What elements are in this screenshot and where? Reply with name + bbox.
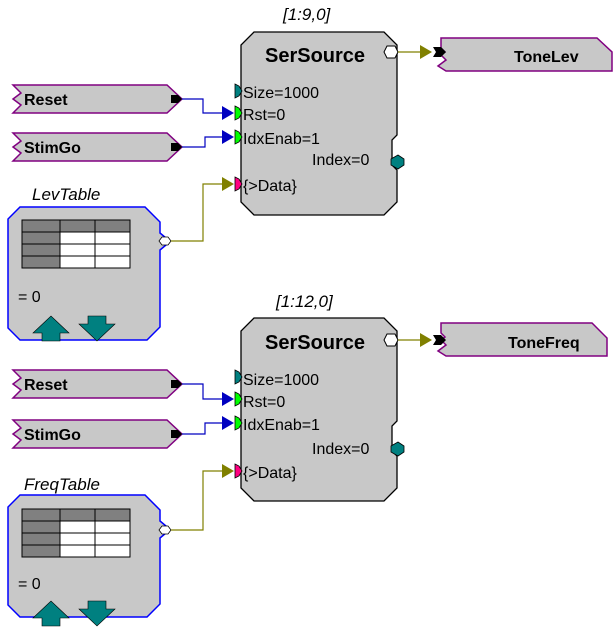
block-1-output-port-icon[interactable] [383,45,399,59]
freqtable-down-arrow-icon[interactable] [78,600,116,627]
stimgo-tag-2[interactable]: StimGo [11,419,184,449]
levtable-component[interactable]: = 0 [7,206,172,342]
freqtable-up-arrow-icon[interactable] [32,600,70,627]
index-port-2-icon[interactable] [390,441,405,457]
size-port-label: Size=1000 [243,85,319,102]
size-port-icon[interactable] [234,83,243,99]
idxenab-port-label: IdxEnab=1 [243,131,320,148]
stimgo-tag-1[interactable]: StimGo [11,132,184,162]
block-2-output-port-icon[interactable] [383,333,399,347]
levtable-output-port-icon[interactable] [158,236,172,246]
tonefreq-tag-body[interactable] [436,322,608,357]
freqtable-component[interactable]: = 0 [7,494,172,627]
reset-1-arrow-icon [222,106,234,120]
size-port-2-icon[interactable] [234,369,243,385]
rst-port-2-icon[interactable] [234,391,243,407]
reset-tag-2[interactable]: Reset [11,369,184,399]
freqtable-wire [171,470,222,531]
tonelev-tag[interactable]: ToneLev [433,37,613,72]
index-port-2-label: Index=0 [312,441,369,458]
sersource-block-1[interactable]: [1:9,0] SerSource Size=1000 Rst=0 IdxEna… [234,5,405,216]
stimgo-tag-1-label: StimGo [24,140,81,157]
reset-tag-2-connector-icon [171,380,182,388]
levtable-name: LevTable [32,185,100,204]
tonelev-arrow-icon [420,45,432,59]
block-2-body[interactable] [240,317,398,502]
stimgo-tag-2-body[interactable] [11,419,184,449]
rst-port-icon[interactable] [234,105,243,121]
tonefreq-arrow-icon [420,333,432,347]
rst-port-label: Rst=0 [243,107,285,124]
idxenab-port-icon[interactable] [234,129,243,145]
tonefreq-tag[interactable]: ToneFreq [433,322,608,357]
stimgo-1-arrow-icon [222,130,234,144]
index-port-label: Index=0 [312,152,369,169]
block-2-coord-label: [1:12,0] [275,292,334,311]
levtable-wire [171,183,222,242]
reset-1-wire [182,98,222,114]
levtable-grid [21,219,131,269]
freqtable-value: = 0 [18,576,41,593]
idxenab-port-2-label: IdxEnab=1 [243,417,320,434]
sersource-block-2[interactable]: [1:12,0] SerSource Size=1000 Rst=0 IdxEn… [234,292,405,502]
stimgo-tag-2-connector-icon [171,430,182,438]
levtable-down-arrow-icon[interactable] [78,315,116,342]
data-port-2-label: {>Data} [243,465,297,482]
reset-tag-2-body[interactable] [11,369,184,399]
stimgo-tag-1-body[interactable] [11,132,184,162]
levtable-value: = 0 [18,289,41,306]
block-2-title: SerSource [265,332,365,354]
levtable-up-arrow-icon[interactable] [32,315,70,342]
data-port-icon[interactable] [234,176,243,192]
reset-2-arrow-icon [222,392,234,406]
freqtable-arrow-icon [222,464,234,478]
tonefreq-tag-label: ToneFreq [508,335,580,352]
freqtable-output-port-icon[interactable] [158,525,172,535]
reset-tag-1-label: Reset [24,92,68,109]
stimgo-tag-1-connector-icon [171,143,182,151]
reset-tag-2-label: Reset [24,377,68,394]
tonefreq-connector-icon [433,335,446,345]
tonelev-tag-label: ToneLev [514,49,579,66]
freqtable-grid [21,508,131,558]
reset-tag-1[interactable]: Reset [11,84,184,114]
stimgo-tag-2-label: StimGo [24,427,81,444]
freqtable-name: FreqTable [24,475,100,494]
stimgo-2-wire [182,422,222,435]
block-1-body[interactable] [240,31,398,216]
reset-tag-1-connector-icon [171,95,182,103]
reset-2-wire [182,383,222,400]
index-port-icon[interactable] [390,154,405,170]
block-1-coord-label: [1:9,0] [282,5,332,24]
stimgo-2-arrow-icon [222,416,234,430]
reset-tag-1-body[interactable] [11,84,184,114]
stimgo-1-wire [182,136,222,148]
idxenab-port-2-icon[interactable] [234,415,243,431]
levtable-arrow-icon [222,177,234,191]
block-1-title: SerSource [265,45,365,67]
tonelev-connector-icon [433,47,446,57]
size-port-2-label: Size=1000 [243,372,319,389]
rst-port-2-label: Rst=0 [243,394,285,411]
data-port-label: {>Data} [243,178,297,195]
data-port-2-icon[interactable] [234,463,243,479]
